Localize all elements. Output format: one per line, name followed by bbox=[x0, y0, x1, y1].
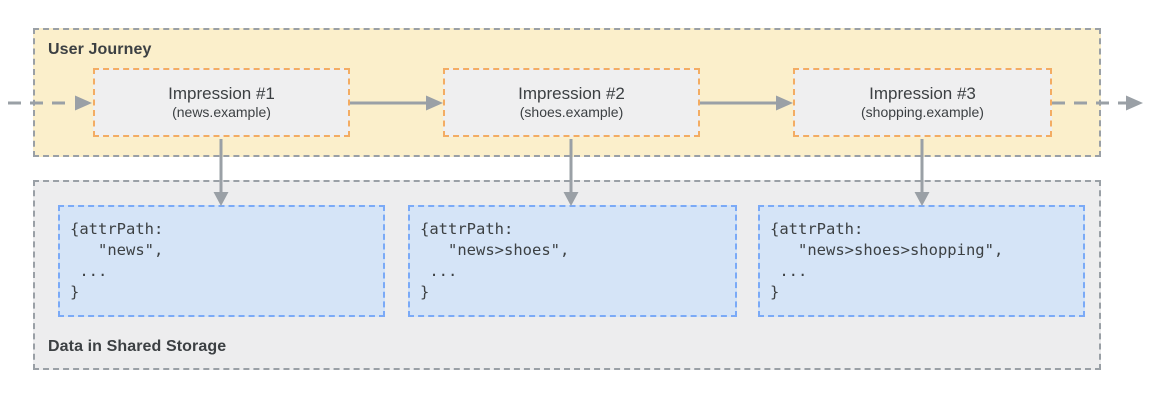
impression-site: (shopping.example) bbox=[861, 104, 984, 120]
storage-record-code: {attrPath: "news", ... } bbox=[70, 220, 164, 301]
impression-title: Impression #1 bbox=[168, 84, 275, 103]
user-journey-label: User Journey bbox=[48, 41, 152, 58]
storage-record-box-3: {attrPath: "news>shoes>shopping", ... } bbox=[758, 205, 1085, 317]
impression-title: Impression #3 bbox=[869, 84, 976, 103]
impression-site: (shoes.example) bbox=[519, 104, 624, 120]
storage-record-box-2: {attrPath: "news>shoes", ... } bbox=[408, 205, 737, 317]
impression-box-1: Impression #1 (news.example) bbox=[93, 68, 350, 137]
impression-box-2: Impression #2 (shoes.example) bbox=[443, 68, 700, 137]
shared-storage-label: Data in Shared Storage bbox=[48, 338, 227, 355]
impression-site: (news.example) bbox=[172, 104, 271, 120]
storage-record-code: {attrPath: "news>shoes", ... } bbox=[420, 220, 570, 301]
storage-record-box-1: {attrPath: "news", ... } bbox=[58, 205, 385, 317]
impression-title: Impression #2 bbox=[518, 84, 625, 103]
storage-record-code: {attrPath: "news>shoes>shopping", ... } bbox=[770, 220, 1004, 301]
impression-box-3: Impression #3 (shopping.example) bbox=[793, 68, 1052, 137]
